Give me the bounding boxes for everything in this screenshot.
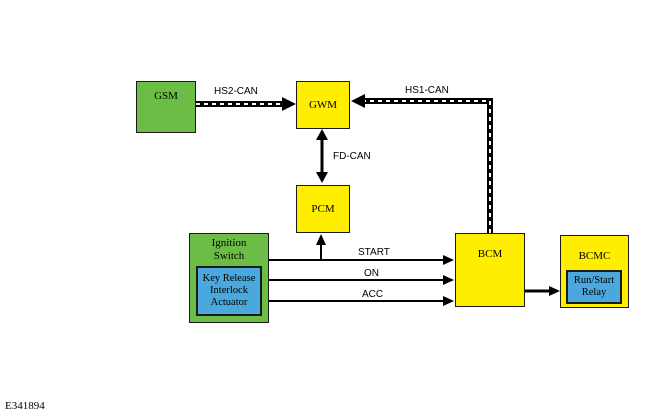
gwm-label: GWM: [308, 98, 338, 111]
gwm-module: GWM: [296, 81, 350, 129]
fd-can-bus: [316, 129, 328, 183]
hs1-can-label: HS1-CAN: [405, 85, 449, 96]
key-release-label: Key Release Interlock Actuator: [202, 272, 256, 309]
acc-signal-line: [269, 296, 454, 306]
hs2-can-bus: [196, 97, 296, 111]
on-signal-label: ON: [364, 268, 379, 279]
pcm-label: PCM: [311, 202, 335, 215]
bcm-module: BCM: [455, 233, 525, 307]
bcmc-label: BCMC: [578, 250, 611, 262]
fd-can-label: FD-CAN: [333, 151, 371, 162]
hs1-can-bus: [351, 94, 493, 233]
run-start-relay: Run/Start Relay: [566, 270, 622, 304]
hs2-can-label: HS2-CAN: [214, 86, 258, 97]
key-release-interlock-actuator: Key Release Interlock Actuator: [196, 266, 262, 316]
gsm-label: GSM: [154, 90, 178, 102]
gsm-module: GSM: [136, 81, 196, 133]
run-start-relay-label: Run/Start Relay: [573, 274, 615, 298]
pcm-module: PCM: [296, 185, 350, 233]
start-signal-label: START: [358, 247, 390, 258]
bcm-to-bcmc-line: [525, 286, 560, 296]
acc-signal-label: ACC: [362, 289, 384, 300]
figure-id: E341894: [5, 400, 45, 412]
start-signal-line: [269, 234, 454, 265]
bcm-label: BCM: [477, 248, 503, 260]
ignition-switch-label: Ignition Switch: [211, 237, 247, 262]
on-signal-line: [269, 275, 454, 285]
